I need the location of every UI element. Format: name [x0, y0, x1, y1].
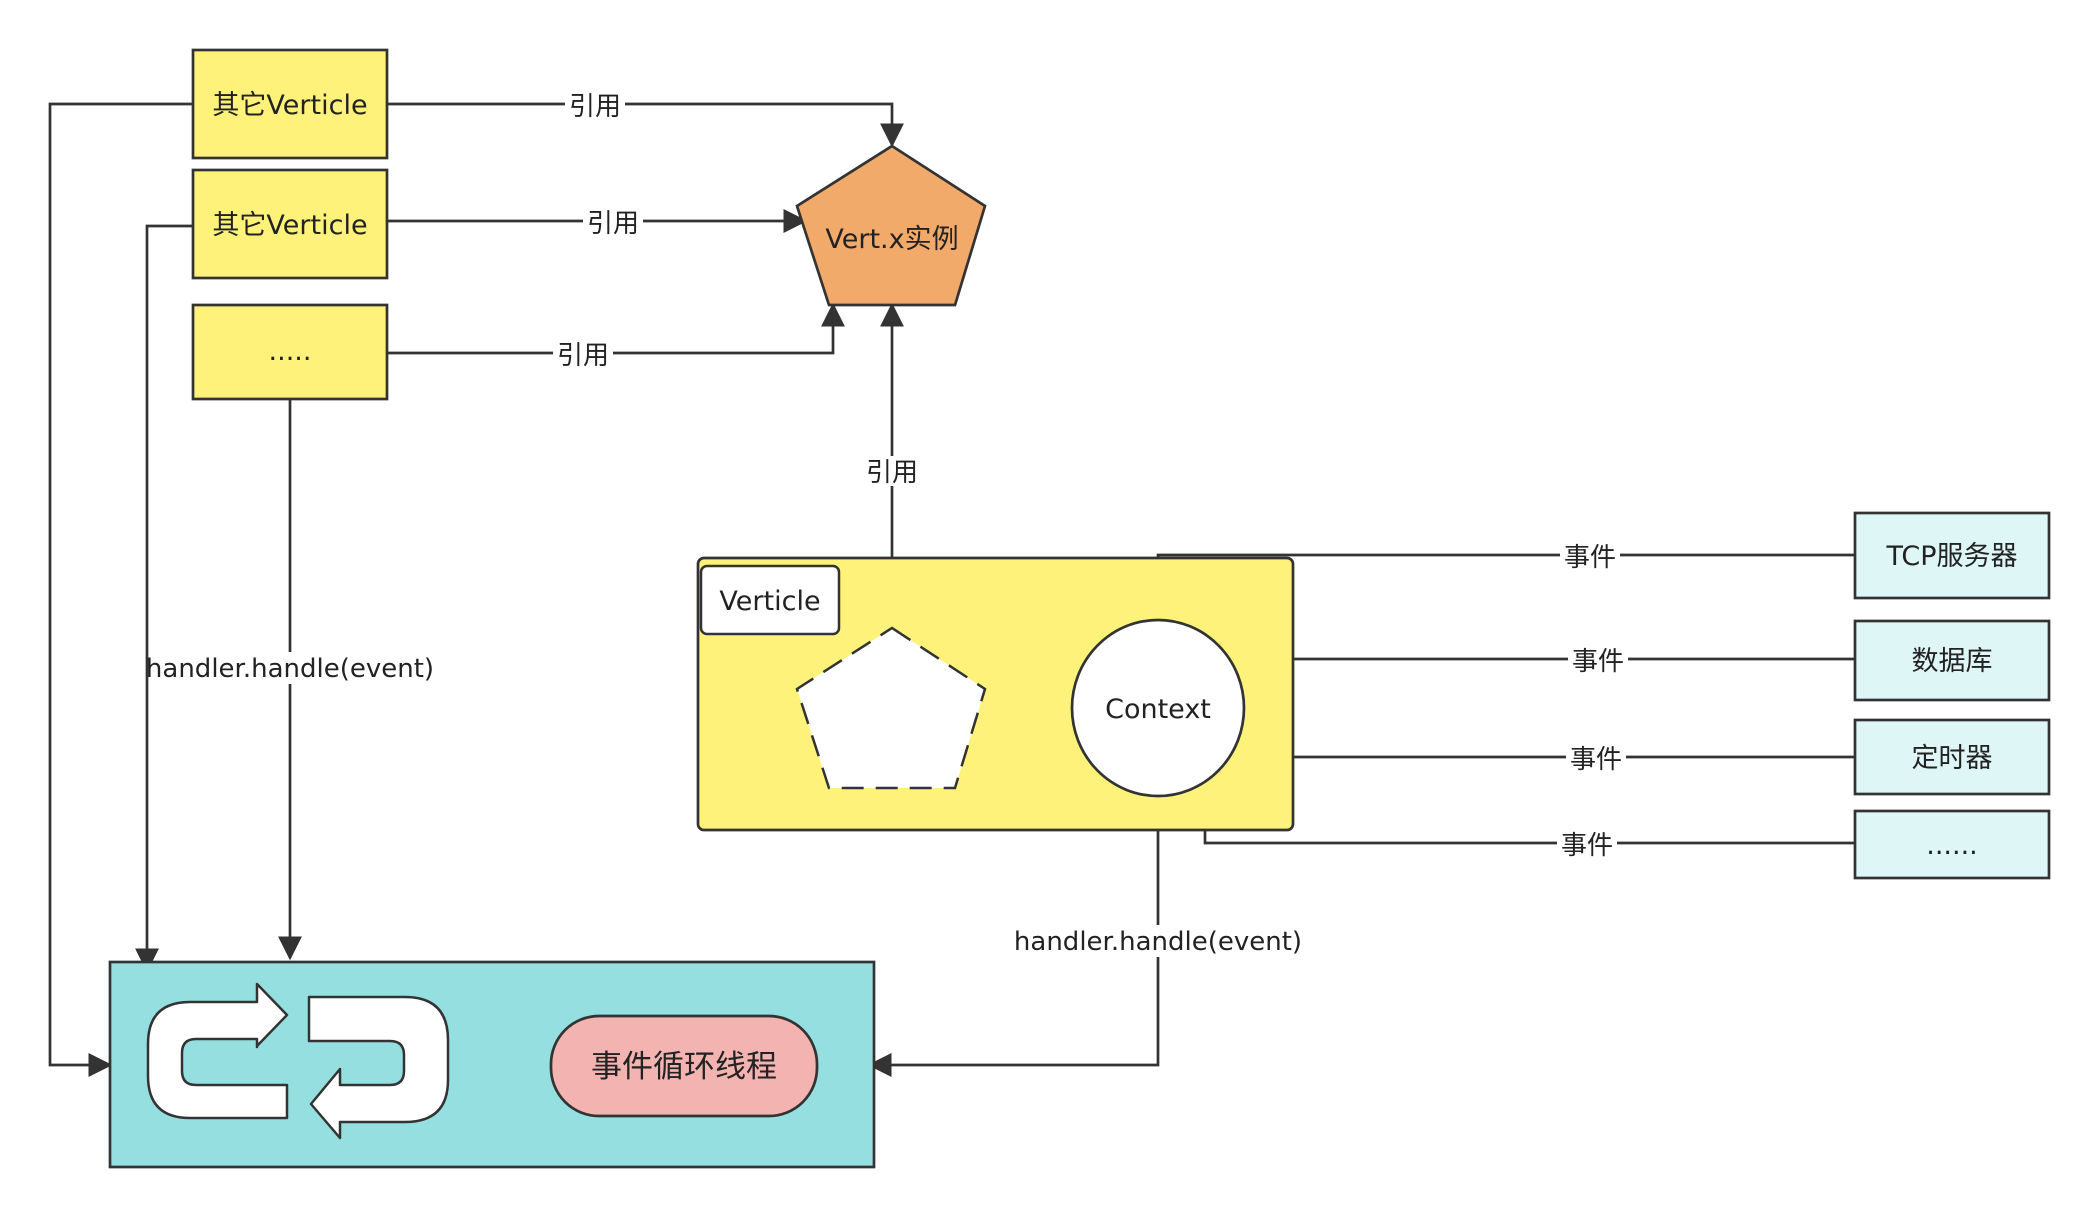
svg-text:.....: ..... — [269, 336, 312, 367]
edge-verticle1-to-loop — [48, 102, 193, 1077]
svg-text:事件: 事件 — [1564, 543, 1616, 573]
svg-text:事件循环线程: 事件循环线程 — [591, 1049, 777, 1085]
svg-text:handler.handle(event): handler.handle(event) — [1014, 927, 1302, 957]
svg-text:TCP服务器: TCP服务器 — [1885, 541, 2017, 572]
svg-text:......: ...... — [1926, 830, 1978, 861]
edge-label-event-1: 事件 — [1560, 541, 1620, 573]
event-source-more: ...... — [1853, 809, 2051, 880]
edge-label-handle-right: handler.handle(event) — [1014, 925, 1302, 957]
verticle-vertx-ref-placeholder — [795, 626, 987, 790]
svg-text:handler.handle(event): handler.handle(event) — [146, 654, 434, 684]
edge-label-event-2: 事件 — [1568, 645, 1628, 677]
svg-text:引用: 引用 — [557, 341, 609, 371]
edge-label-event-3: 事件 — [1566, 743, 1626, 775]
svg-text:其它Verticle: 其它Verticle — [212, 90, 367, 121]
loop-arrows-icon — [146, 982, 450, 1140]
svg-text:Context: Context — [1105, 694, 1211, 725]
svg-text:引用: 引用 — [866, 458, 918, 488]
edge-label-handle-left: handler.handle(event) — [146, 652, 434, 684]
event-source-database: 数据库 — [1853, 619, 2051, 702]
edge-label-ref-4: 引用 — [862, 456, 922, 488]
edge-more-event-context — [1193, 777, 1855, 845]
svg-text:引用: 引用 — [587, 209, 639, 239]
edge-verticle3-ref-vertx — [387, 302, 845, 355]
edge-verticle1-ref-vertx — [387, 102, 904, 148]
verticle-box-3: ..... — [191, 303, 389, 401]
edge-label-event-4: 事件 — [1557, 829, 1617, 861]
edge-label-ref-1: 引用 — [565, 90, 625, 122]
svg-text:定时器: 定时器 — [1912, 743, 1993, 774]
edge-label-ref-3: 引用 — [553, 339, 613, 371]
svg-text:事件: 事件 — [1570, 745, 1622, 775]
svg-text:数据库: 数据库 — [1912, 646, 1993, 677]
vertx-instance-node: Vert.x实例 — [795, 144, 987, 307]
edge-verticle2-to-loop — [135, 224, 193, 973]
svg-text:引用: 引用 — [569, 92, 621, 122]
context-node: Context — [1070, 618, 1246, 798]
verticle-box-2: 其它Verticle — [191, 168, 389, 280]
svg-text:事件: 事件 — [1561, 831, 1613, 861]
svg-text:Verticle: Verticle — [719, 586, 820, 617]
event-source-tcp: TCP服务器 — [1853, 511, 2051, 600]
svg-text:事件: 事件 — [1572, 647, 1624, 677]
edge-label-ref-2: 引用 — [583, 207, 643, 239]
event-source-timer: 定时器 — [1853, 718, 2051, 796]
verticle-box-1: 其它Verticle — [191, 48, 389, 160]
edge-context-to-loop — [867, 795, 1160, 1077]
svg-text:Vert.x实例: Vert.x实例 — [825, 224, 958, 255]
svg-text:其它Verticle: 其它Verticle — [212, 210, 367, 241]
event-loop-thread: 事件循环线程 — [549, 1014, 819, 1118]
